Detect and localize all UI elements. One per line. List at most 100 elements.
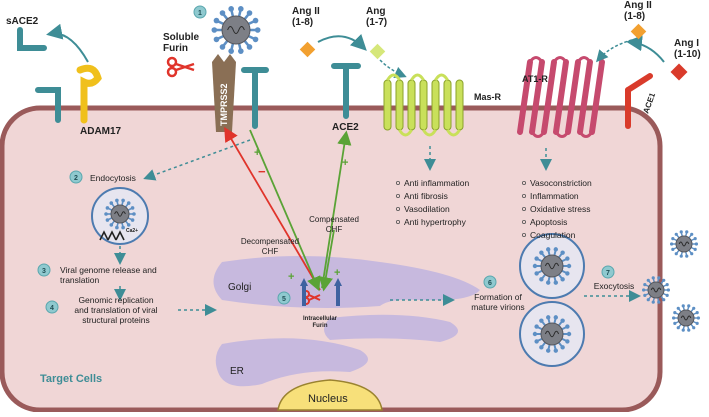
step-6-marker: 6 xyxy=(483,275,497,289)
sace2-receptor xyxy=(17,27,47,51)
label-nucleus: Nucleus xyxy=(308,393,348,405)
released-virion-2 xyxy=(642,276,670,304)
ang-ii-to-at1r-arrow xyxy=(596,39,633,63)
label-ace2: ACE2 xyxy=(332,122,359,133)
label-ca2: Ca2+ xyxy=(126,228,138,234)
label-ace1: ACE1 xyxy=(641,91,657,115)
virus-top xyxy=(211,6,261,54)
mas-effect-bullet-icon xyxy=(395,180,400,185)
at1-effect-item: Apoptosis xyxy=(530,217,567,227)
compensated-green-arrow-down xyxy=(318,229,335,292)
label-plus-1: + xyxy=(254,147,260,159)
endoplasmic-reticulum xyxy=(215,338,368,387)
mas-effect-bullet-icon xyxy=(395,193,400,198)
ace2-membrane-left xyxy=(35,87,61,123)
label-ang-ii: Ang II(1-8) xyxy=(292,6,320,28)
label-plus-4: + xyxy=(334,267,340,279)
step-3-marker: 3 xyxy=(37,263,51,277)
step-1-number: 1 xyxy=(198,10,202,17)
mas-receptor xyxy=(383,73,464,137)
mas-effect-item: Anti hypertrophy xyxy=(404,217,467,227)
at1-effect-item: Oxidative stress xyxy=(530,204,590,214)
label-plus-3: + xyxy=(288,271,294,283)
ace2-receptor-virus xyxy=(241,67,269,129)
scissors-icon xyxy=(166,56,195,78)
ace2-receptor-center xyxy=(331,63,361,119)
step-6-number: 6 xyxy=(488,280,492,287)
ang-i-diamond xyxy=(670,63,688,81)
step-3-number: 3 xyxy=(42,268,46,275)
step-2-text: Endocytosis xyxy=(90,173,136,183)
label-tmprss2: TMPRSS2 xyxy=(219,83,229,126)
mas-effect-item: Anti fibrosis xyxy=(404,191,448,201)
at1-effect-bullet-icon xyxy=(522,232,527,237)
label-er: ER xyxy=(230,366,244,377)
endocytic-vesicle xyxy=(91,187,149,245)
at1-effect-bullet-icon xyxy=(522,219,527,224)
step-1-marker: 1 xyxy=(193,5,207,19)
ace1-enzyme xyxy=(625,73,653,129)
at1-effect-item: Vasoconstriction xyxy=(530,178,592,188)
step-5-number: 5 xyxy=(282,296,286,303)
released-virion-3 xyxy=(672,304,700,332)
step-5-marker: 5 xyxy=(277,291,291,305)
at1-receptor xyxy=(0,0,605,138)
ang-ii-diamond xyxy=(299,41,316,58)
label-at1-r: AT1-R xyxy=(522,74,548,84)
adam17-enzyme xyxy=(76,64,102,124)
mature-virion-vesicle-2 xyxy=(519,301,585,367)
label-mas-r: Mas-R xyxy=(474,92,502,102)
endocytosis-arrow xyxy=(143,139,251,181)
at1-effect-bullet-icon xyxy=(522,206,527,211)
ang-17-diamond xyxy=(369,43,386,60)
tmprss2-receptor xyxy=(212,54,236,132)
mas-effect-item: Anti inflammation xyxy=(404,178,469,188)
mas-effect-bullet-icon xyxy=(395,206,400,211)
label-target-cells: Target Cells xyxy=(40,373,102,385)
step-7-text: Exocytosis xyxy=(594,281,635,291)
ang-i-to-ii-arrow xyxy=(626,35,665,63)
spike-protein-left-icon xyxy=(300,278,308,306)
step-4-marker: 4 xyxy=(45,300,59,314)
label-minus: − xyxy=(258,164,266,179)
label-ang-ii-right: Ang II(1-8) xyxy=(624,0,652,22)
decompensated-red-arrow xyxy=(224,126,321,291)
shedding-arrow xyxy=(46,23,89,63)
label-ang-17: Ang(1-7) xyxy=(366,6,387,28)
compensated-green-arrow-up xyxy=(321,130,352,289)
at1-effect-bullet-icon xyxy=(522,180,527,185)
spike-protein-right-icon xyxy=(334,278,342,306)
at1-effect-bullet-icon xyxy=(522,193,527,198)
step-2-marker: 2 xyxy=(69,170,83,184)
label-golgi: Golgi xyxy=(228,282,251,293)
binding-arrow-mas xyxy=(379,59,407,78)
released-virion-1 xyxy=(670,230,698,258)
at1-effect-item: Inflammation xyxy=(530,191,579,201)
step-4-number: 4 xyxy=(50,305,54,312)
decompensated-green-arrow xyxy=(249,129,321,292)
mature-virion-vesicle-1 xyxy=(519,233,585,299)
ang-ii-right-diamond xyxy=(630,23,647,40)
label-ang-i: Ang I(1-10) xyxy=(674,38,701,60)
step-7-marker: 7 xyxy=(601,265,615,279)
at1-effect-item: Coagulation xyxy=(530,230,576,240)
label-sace2: sACE2 xyxy=(6,16,39,27)
label-adam17: ADAM17 xyxy=(80,126,122,137)
mas-effect-item: Vasodilation xyxy=(404,204,450,214)
step-2-number: 2 xyxy=(74,175,78,182)
nucleus xyxy=(277,379,383,411)
mas-effect-bullet-icon xyxy=(395,219,400,224)
label-plus-2: + xyxy=(342,157,348,169)
conversion-arrow xyxy=(317,33,367,51)
